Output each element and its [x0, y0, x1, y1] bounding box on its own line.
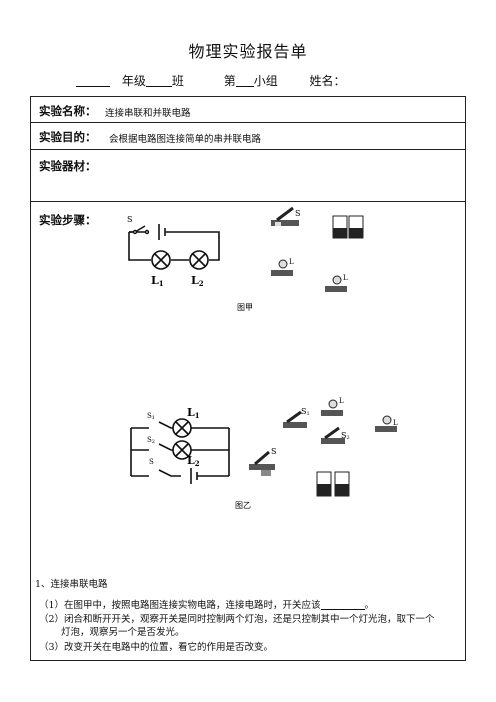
- svg-text:S: S: [271, 447, 276, 456]
- fig1-l2-label: L2: [191, 274, 204, 288]
- fig2-s2-label: S2: [147, 436, 155, 445]
- group-label: 小组: [253, 74, 278, 88]
- purpose-label: 实验目的：: [39, 130, 97, 144]
- fig2-switch-photo: S: [249, 447, 276, 476]
- grade-blank[interactable]: [76, 74, 110, 87]
- fig1-l1-label: L1: [151, 274, 164, 288]
- svg-text:L: L: [343, 274, 348, 282]
- fig1-lamp1-photo: L: [271, 258, 294, 276]
- step-item-1: （1）在图甲中，按照电路图连接实物电路，连接电路时，开关应该。: [39, 599, 375, 611]
- row-steps: 实验步骤： S L1 L2 S: [31, 202, 465, 660]
- svg-text:L: L: [289, 258, 294, 266]
- lamp-l1-symbol-2: [172, 418, 192, 438]
- fig2-s1-label: S1: [147, 412, 155, 421]
- svg-text:L: L: [339, 397, 344, 405]
- fig2-s-label: S: [149, 458, 154, 466]
- series-switch-symbol: [129, 225, 150, 235]
- svg-text:S2: S2: [341, 431, 350, 441]
- fig2-caption: 图乙: [235, 501, 251, 510]
- class-label: 班: [171, 74, 184, 88]
- fig2-switch2-photo: S2: [321, 426, 350, 444]
- header-info-line: 年级 班 第 小组 姓名：: [76, 72, 346, 89]
- purpose-value: 会根据电路图连接简单的串并联电路: [109, 134, 262, 145]
- group-blank[interactable]: [235, 74, 254, 87]
- fig2-l1-label: L1: [187, 406, 200, 420]
- fig2-l2-label: L2: [187, 454, 200, 468]
- equipment-label: 实验器材：: [39, 159, 97, 173]
- step-item-2-cont: 灯泡，观察另一个是否发光。: [61, 627, 185, 638]
- svg-text:S1: S1: [301, 407, 310, 417]
- fig2-lamp1-photo: L: [321, 397, 344, 416]
- steps-label: 实验步骤：: [39, 213, 97, 227]
- grade-label: 年级: [121, 74, 146, 88]
- fig1-switch-photo: S: [271, 206, 300, 226]
- series-circuit-diagram: [128, 224, 220, 270]
- page-title: 物理实验报告单: [188, 42, 308, 61]
- fig2-switch1-photo: S1: [283, 407, 310, 428]
- step-heading: 1、连接串联电路: [35, 579, 108, 590]
- fig1-lamp2-photo: L: [325, 274, 348, 292]
- svg-text:S: S: [295, 209, 300, 218]
- fig2-battery-photo: [316, 471, 350, 497]
- parallel-circuit-diagram: [130, 418, 230, 484]
- fig2-lamp2-photo: L: [375, 415, 398, 432]
- switch-state-blank[interactable]: [320, 599, 365, 610]
- step-item-2: （2）闭合和断开开关，观察开关是同时控制两个灯泡，还是只控制其中一个灯光泡，取下…: [39, 614, 435, 625]
- fig1-battery-photo: [332, 215, 364, 239]
- row-equipment: 实验器材：: [31, 150, 465, 202]
- lamp-l2-symbol-2: [172, 440, 192, 460]
- experiment-name-value: 连接串联和并联电路: [105, 108, 191, 119]
- report-table: 实验名称： 连接串联和并联电路 实验目的： 会根据电路图连接简单的串并联电路 实…: [30, 96, 466, 661]
- row-experiment-name: 实验名称： 连接串联和并联电路: [31, 97, 465, 123]
- step-item-3: （3）改变开关在电路中的位置，看它的作用是否改变。: [39, 642, 274, 653]
- name-label: 姓名：: [309, 74, 346, 88]
- svg-text:L: L: [393, 419, 398, 427]
- circuit-figures: S L1 L2 S L: [127, 206, 398, 510]
- fig1-caption: 图甲: [237, 303, 253, 312]
- fig1-s-label: S: [127, 215, 132, 224]
- lamp-l1-symbol: [151, 250, 171, 270]
- row-purpose: 实验目的： 会根据电路图连接简单的串并联电路: [31, 123, 465, 150]
- group-prefix: 第: [223, 74, 236, 88]
- class-blank[interactable]: [145, 74, 172, 87]
- lamp-l2-symbol: [189, 250, 209, 270]
- experiment-name-label: 实验名称：: [39, 104, 97, 118]
